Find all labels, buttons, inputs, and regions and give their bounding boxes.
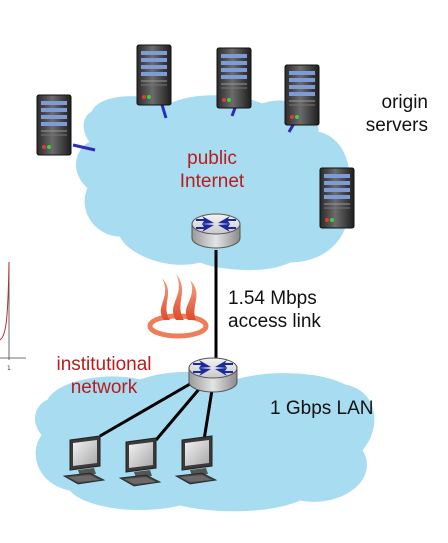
- access-link-label: 1.54 Mbps access link: [228, 288, 321, 334]
- router-icon: [188, 357, 238, 393]
- origin-label-line2: servers: [365, 114, 428, 136]
- server-icon: [36, 94, 72, 156]
- workstation-icon: [175, 435, 217, 485]
- internet-label-line2: Internet: [179, 170, 245, 192]
- origin-servers-label: origin servers: [366, 92, 428, 138]
- lan-label: 1 Gbps LAN: [270, 398, 374, 419]
- public-internet-label: public Internet: [168, 148, 256, 194]
- inset-tick-label: 1: [7, 365, 11, 372]
- access-link-line2: access link: [228, 310, 321, 332]
- origin-label-line1: origin: [381, 92, 428, 113]
- institution-label-line1: institutional: [56, 354, 152, 375]
- server-icon: [284, 64, 320, 126]
- workstation-icon: [63, 435, 105, 485]
- router-icon: [191, 213, 241, 249]
- firewall-icon: [147, 274, 209, 339]
- lan-wires: [99, 382, 214, 441]
- institution-label-line2: network: [70, 376, 138, 398]
- internet-label-line1: public: [187, 148, 237, 169]
- institutional-network-label: institutional network: [46, 354, 162, 400]
- server-icon: [319, 167, 355, 229]
- inset-plot-fragment: 1: [0, 261, 26, 372]
- access-link-line1: 1.54 Mbps: [228, 288, 317, 309]
- workstation-icon: [119, 437, 161, 487]
- server-icon: [136, 44, 172, 106]
- server-icon: [216, 47, 252, 109]
